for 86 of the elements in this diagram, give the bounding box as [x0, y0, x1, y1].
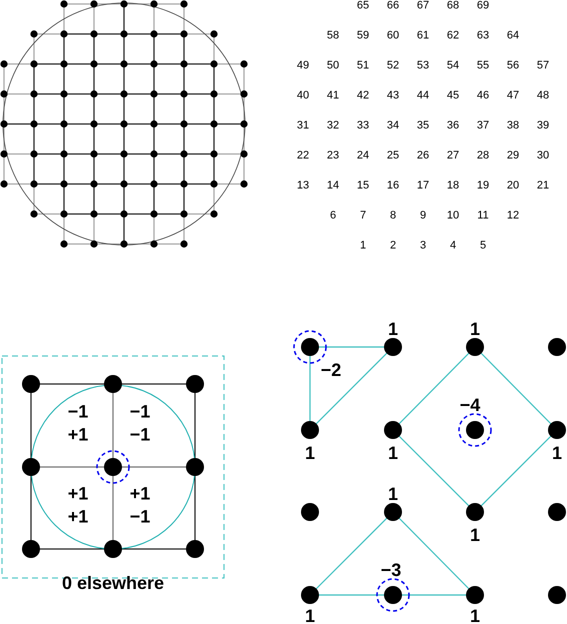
node-number: 56: [506, 60, 520, 72]
node-number: 14: [326, 180, 340, 192]
node-number: 23: [326, 150, 340, 162]
weight-label: −1 +1: [66, 400, 90, 446]
weight-label: +1 +1: [66, 482, 90, 528]
node-number: 68: [446, 0, 460, 12]
node-number: 2: [390, 240, 396, 252]
node-number: 8: [390, 210, 396, 222]
node-number: 24: [356, 150, 370, 162]
node-number: 4: [450, 240, 456, 252]
node-number: 19: [476, 180, 490, 192]
node-number: 38: [506, 120, 520, 132]
node-number: 17: [416, 180, 430, 192]
node-number: 67: [416, 0, 430, 12]
weight-label: 1: [388, 444, 398, 462]
weight-label: −4: [460, 396, 480, 414]
node-number: 28: [476, 150, 490, 162]
note: 0 elsewhere: [62, 574, 164, 592]
node-number: 58: [326, 30, 340, 42]
node-number: 35: [416, 120, 430, 132]
weight-label: 1: [470, 526, 480, 544]
node-number: 32: [326, 120, 340, 132]
node-number: 37: [476, 120, 490, 132]
weight-label: −1 −1: [128, 400, 152, 446]
node-number: 1: [360, 240, 366, 252]
node-number: 6: [330, 210, 336, 222]
node-number: 55: [476, 60, 490, 72]
node-number: 30: [536, 150, 550, 162]
node-number: 39: [536, 120, 550, 132]
weight-label: +1 −1: [128, 482, 152, 528]
weight-label: 1: [552, 444, 562, 462]
node-number: 18: [446, 180, 460, 192]
node-number: 27: [446, 150, 460, 162]
node-number: 47: [506, 90, 520, 102]
node-number: 33: [356, 120, 370, 132]
node-number: 11: [477, 210, 489, 222]
node-number: 43: [386, 90, 400, 102]
node-number: 5: [480, 240, 486, 252]
node-number: 20: [506, 180, 520, 192]
weight-label: −2: [320, 361, 342, 379]
weight-label: 1: [470, 320, 480, 338]
node-number: 10: [446, 210, 460, 222]
weight-label: 1: [305, 444, 315, 462]
node-number: 15: [356, 180, 370, 192]
node-number: 26: [416, 150, 430, 162]
node-number: 48: [536, 90, 550, 102]
node-number: 64: [506, 30, 520, 42]
weight-label: −3: [380, 561, 402, 579]
node-number: 21: [536, 180, 550, 192]
weight-label: 1: [305, 607, 315, 624]
node-number: 16: [386, 180, 400, 192]
node-number: 57: [536, 60, 550, 72]
node-number: 41: [326, 90, 340, 102]
node-number: 52: [386, 60, 400, 72]
node-number: 12: [506, 210, 520, 222]
node-number: 69: [476, 0, 490, 12]
node-number: 7: [360, 210, 366, 222]
node-number: 62: [446, 30, 460, 42]
node-number: 51: [356, 60, 370, 72]
node-number: 49: [296, 60, 310, 72]
node-number: 31: [296, 120, 310, 132]
node-number: 13: [296, 180, 310, 192]
node-number: 25: [386, 150, 400, 162]
node-number: 60: [386, 30, 400, 42]
node-number: 66: [386, 0, 400, 12]
node-number: 40: [296, 90, 310, 102]
node-number: 46: [476, 90, 490, 102]
node-number: 36: [446, 120, 460, 132]
node-number: 22: [296, 150, 310, 162]
node-number: 42: [356, 90, 370, 102]
node-number: 65: [356, 0, 370, 12]
node-number: 50: [326, 60, 340, 72]
node-number: 45: [446, 90, 460, 102]
node-number: 54: [446, 60, 460, 72]
node-number: 53: [416, 60, 430, 72]
node-number: 3: [420, 240, 426, 252]
weight-label: 1: [388, 485, 398, 503]
weight-label: 1: [388, 320, 398, 338]
weight-label: 1: [470, 607, 480, 624]
node-number: 44: [416, 90, 430, 102]
node-number: 29: [506, 150, 520, 162]
node-number: 59: [356, 30, 370, 42]
node-number: 63: [476, 30, 490, 42]
node-number: 61: [416, 30, 430, 42]
node-number: 9: [420, 210, 426, 222]
node-number: 34: [386, 120, 400, 132]
